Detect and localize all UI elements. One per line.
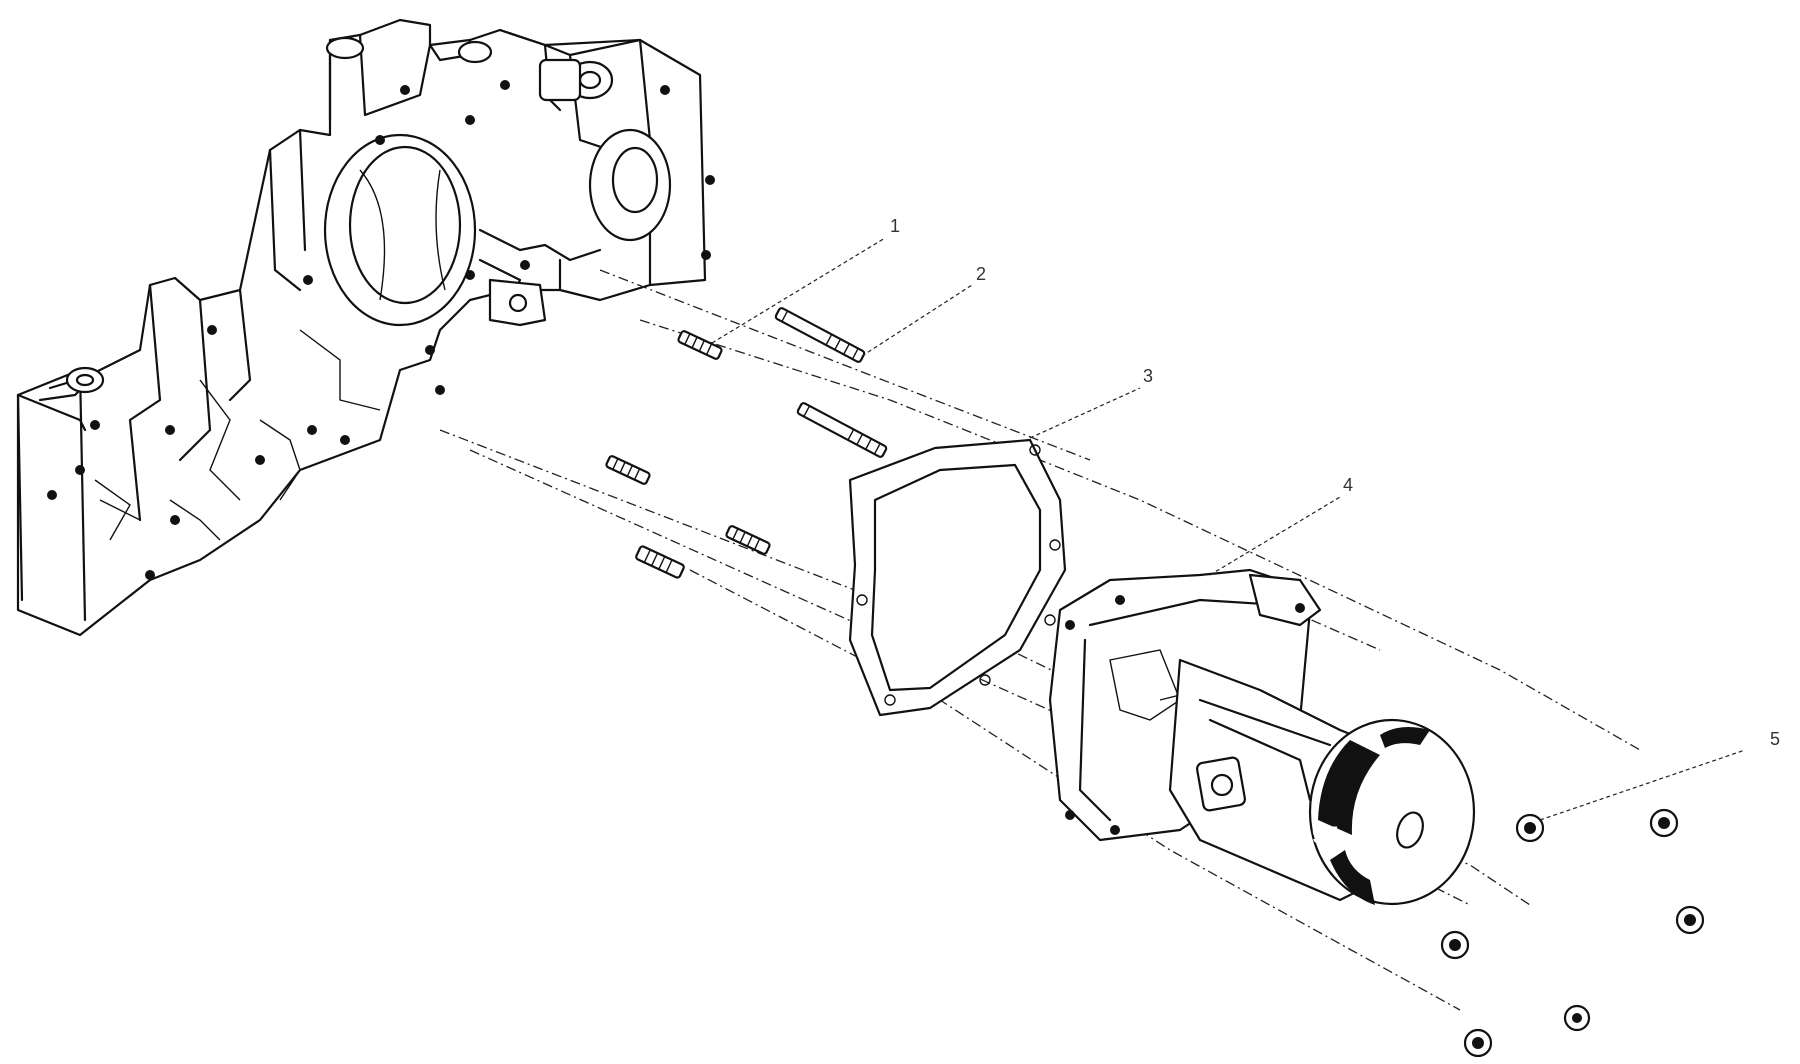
nut bbox=[1515, 813, 1545, 843]
callout-2: 2 bbox=[976, 264, 986, 284]
studs bbox=[605, 307, 888, 579]
assembly-centerlines bbox=[439, 269, 1641, 1011]
motor-marking: 95 bbox=[1312, 822, 1339, 849]
callout-4: 4 bbox=[1343, 475, 1353, 495]
nut bbox=[1440, 930, 1470, 960]
stud bbox=[725, 525, 771, 555]
callout-3: 3 bbox=[1143, 366, 1153, 386]
nut bbox=[1463, 1028, 1493, 1058]
nut bbox=[1649, 808, 1679, 838]
nut bbox=[1563, 1004, 1591, 1032]
stud bbox=[774, 307, 866, 363]
stud bbox=[677, 330, 723, 360]
nuts bbox=[1440, 808, 1705, 1058]
stud bbox=[635, 545, 685, 579]
callout-leaders bbox=[711, 237, 1746, 821]
stud bbox=[796, 402, 888, 458]
gasket bbox=[848, 438, 1067, 717]
nut bbox=[1675, 905, 1705, 935]
callout-1: 1 bbox=[890, 216, 900, 236]
callout-5: 5 bbox=[1770, 729, 1780, 749]
stud bbox=[605, 455, 651, 485]
callout-labels: 1 2 3 4 5 bbox=[890, 216, 1780, 749]
hydraulic-motor: 95 bbox=[1048, 568, 1476, 906]
gearbox-housing bbox=[16, 18, 715, 637]
